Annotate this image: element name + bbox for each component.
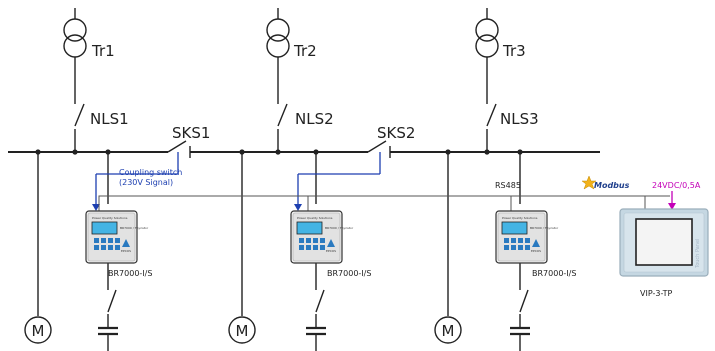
feeder-switch-label: NLS1	[90, 110, 129, 128]
coupling-switch-sks2	[367, 140, 391, 158]
coupling-signal-label: Coupling switch	[119, 168, 182, 177]
modbus-star-icon	[581, 175, 597, 190]
capacitor-icon	[306, 326, 326, 351]
transformer-tr1	[63, 8, 87, 104]
controller-keypad-icon	[94, 238, 120, 250]
feeder-switch-nls2	[277, 103, 288, 152]
transformer-tr3	[475, 8, 499, 104]
epcos-logo-icon	[327, 239, 335, 247]
controller-model-label: BR7000-I/S	[108, 269, 152, 278]
feeder-switch-nls1	[74, 103, 85, 152]
touch-panel-model-label: VIP-3-TP	[640, 289, 672, 298]
coupling-switch-sks1	[167, 140, 191, 158]
epcos-logo-icon	[532, 239, 540, 247]
controller-brand: EPCOS	[121, 249, 131, 253]
transformer-label: Tr2	[293, 42, 317, 60]
transformer-label: Tr3	[502, 42, 526, 60]
capacitor-branch-1	[107, 152, 117, 328]
touch-panel-screen	[635, 218, 693, 266]
motor-label: M	[236, 322, 249, 340]
controller-screen	[296, 221, 323, 235]
power-supply-arrow	[668, 191, 676, 210]
controller-keypad-icon	[299, 238, 325, 250]
capacitor-icon	[98, 326, 118, 351]
coupling-signal-line-1	[92, 173, 178, 211]
motor-label: M	[32, 322, 45, 340]
capacitor-branch-2	[315, 152, 325, 328]
controller-3: Power Quality Solutions BR7000 / Thyrist…	[495, 210, 559, 264]
controller-title: Power Quality Solutions	[502, 216, 538, 220]
controller-keypad-icon	[504, 238, 530, 250]
epcos-logo-icon	[122, 239, 130, 247]
coupling-switch-label: SKS2	[377, 124, 415, 142]
feeder-switch-nls3	[486, 103, 497, 152]
motor-3	[434, 152, 462, 344]
feeder-switch-label: NLS2	[295, 110, 334, 128]
transformer-label: Tr1	[91, 42, 115, 60]
controller-model-label: BR7000-I/S	[327, 269, 371, 278]
controller-title: Power Quality Solutions	[297, 216, 333, 220]
capacitor-branch-3	[519, 152, 529, 328]
coupling-switch-label: SKS1	[172, 124, 210, 142]
transformer-tr2	[266, 8, 290, 104]
controller-brand: EPCOS	[531, 249, 541, 253]
controller-2: Power Quality Solutions BR7000 / Thyrist…	[290, 210, 354, 264]
controller-side-text: BR7000 / Thyristor	[530, 226, 559, 230]
controller-side-text: BR7000 / Thyristor	[325, 226, 354, 230]
controller-screen	[501, 221, 528, 235]
controller-side-text: BR7000 / Thyristor	[120, 226, 149, 230]
touch-panel-side-label: Touch Panel	[695, 239, 701, 269]
feeder-switch-label: NLS3	[500, 110, 539, 128]
rs485-label: RS485	[495, 181, 521, 190]
power-supply-label: 24VDC/0,5A	[652, 181, 701, 190]
coupling-signal-line-2	[294, 152, 381, 211]
motor-label: M	[442, 322, 455, 340]
motor-1	[24, 152, 52, 344]
touch-panel: Touch Panel	[619, 208, 709, 277]
coupling-signal-sublabel: (230V Signal)	[119, 178, 173, 187]
motor-2	[228, 152, 256, 344]
controller-1: Power Quality Solutions BR7000 / Thyrist…	[85, 210, 149, 264]
controller-screen	[91, 221, 118, 235]
controller-brand: EPCOS	[326, 249, 336, 253]
modbus-logo-label: Modbus	[594, 181, 630, 190]
rs485-bus-line	[98, 195, 670, 212]
capacitor-icon	[510, 326, 530, 351]
controller-title: Power Quality Solutions	[92, 216, 128, 220]
controller-model-label: BR7000-I/S	[532, 269, 576, 278]
